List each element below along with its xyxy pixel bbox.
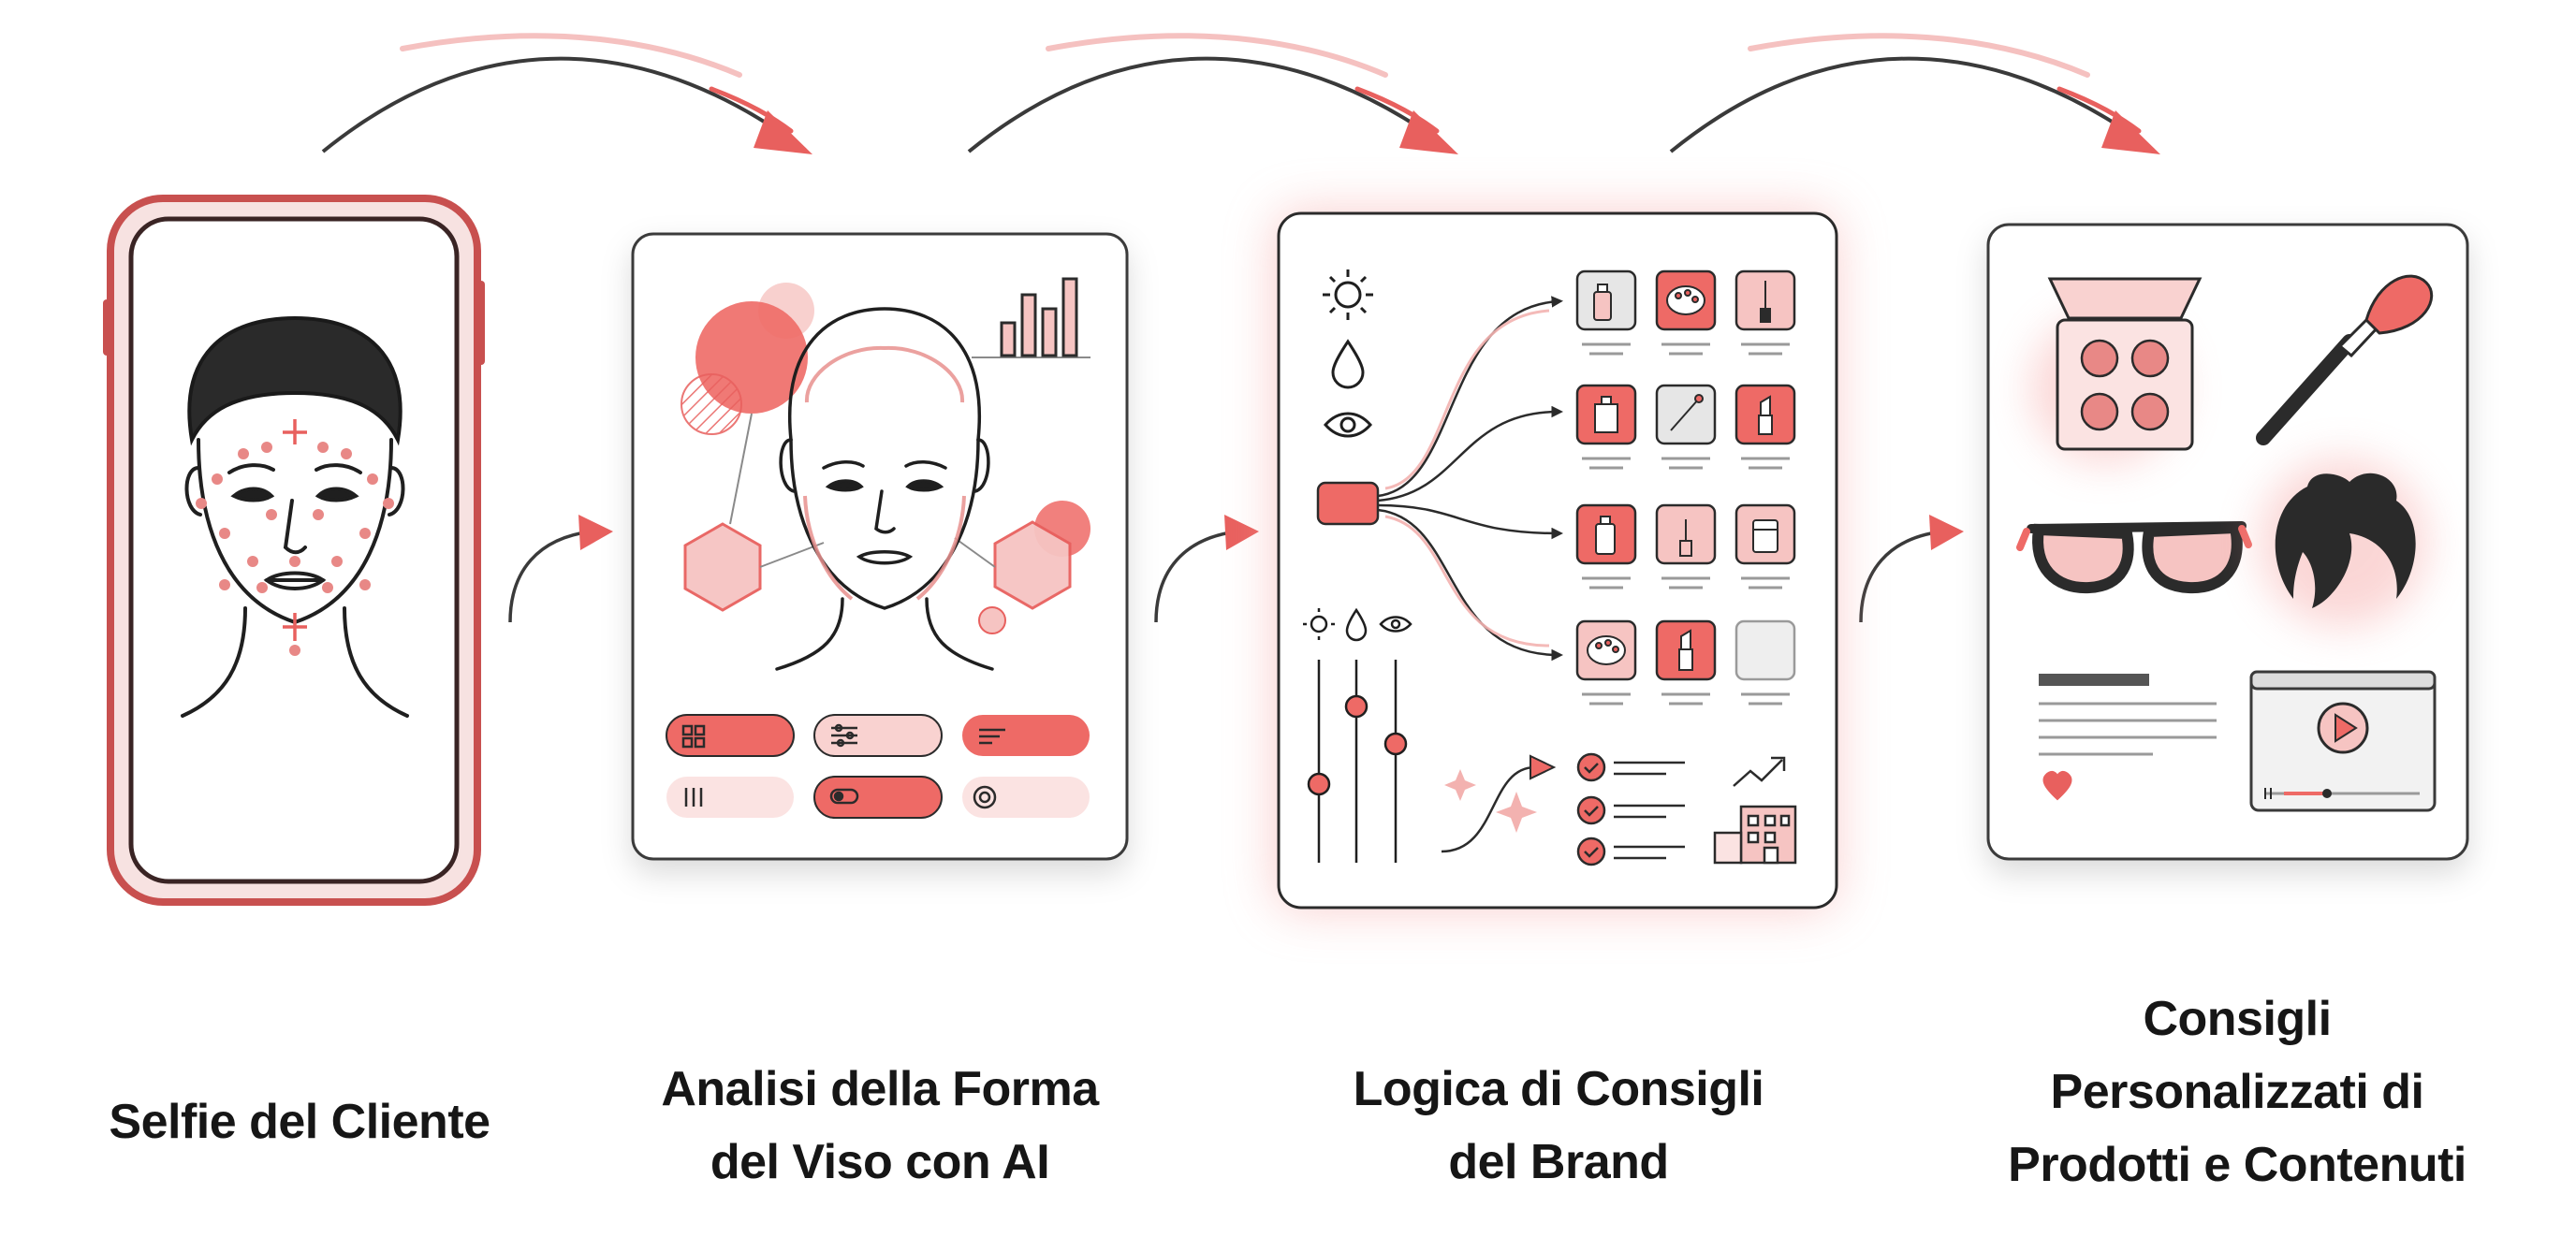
lipstick-icon [1758, 395, 1773, 435]
trend-arrow-icon [1733, 756, 1786, 787]
video-player-icon [2249, 670, 2437, 812]
compact-palette-icon [2031, 277, 2203, 463]
decision-node-icon [1316, 481, 1380, 526]
step-label-analysis-line-2: del Viso con AI [710, 1135, 1050, 1189]
toggle-icon [829, 788, 859, 805]
face-outline-icon [775, 307, 994, 671]
step-label-analysis: Analisi della Forma del Viso con AI [599, 1053, 1161, 1199]
target-icon [973, 785, 997, 809]
side-arrow-2 [1154, 515, 1259, 623]
step-label-output: Consigli Personalizzati di Prodotti e Co… [1938, 982, 2537, 1201]
sliders-icon [831, 723, 857, 748]
arrow-analysis-to-logic [967, 33, 1458, 154]
step-label-logic: Logica di Consigli del Brand [1278, 1053, 1839, 1199]
play-icon [2317, 702, 2369, 754]
step-label-selfie: Selfie del Cliente [37, 1085, 562, 1158]
smartphone-icon [103, 195, 485, 906]
hair-icon [2259, 458, 2427, 627]
analysis-card [631, 232, 1129, 861]
checklist-icon [1576, 752, 1685, 866]
jar-icon [1752, 519, 1778, 553]
glasses-icon [2016, 521, 2252, 594]
article-icon [2039, 674, 2217, 756]
face-icon [181, 315, 409, 718]
step-label-logic-line-1: Logica di Consigli [1353, 1062, 1764, 1116]
menu-lines-icon [979, 728, 1005, 745]
analysis-controls [666, 714, 1090, 819]
palette-icon [1666, 285, 1705, 315]
eye-icon [1324, 412, 1372, 438]
landmark-dots [196, 442, 394, 656]
selfie-card [103, 195, 485, 906]
sun-icon [1323, 269, 1373, 320]
step-label-output-line-1: Consigli [2143, 992, 2332, 1046]
equalizer-icon [684, 788, 703, 807]
step-label-selfie-line-1: Selfie del Cliente [109, 1095, 490, 1149]
logic-card [1275, 211, 1838, 910]
sparkle-icon [1441, 754, 1557, 853]
step-label-logic-line-2: del Brand [1448, 1135, 1669, 1189]
parameter-sliders [1303, 607, 1412, 863]
bar-chart-icon [1000, 277, 1078, 357]
building-icon [1713, 805, 1797, 865]
bottle-icon [1593, 284, 1612, 321]
makeup-brush-icon [2256, 274, 2434, 445]
brush-icon [1760, 281, 1771, 323]
step-label-output-line-2: Personalizzati di [2050, 1065, 2424, 1119]
hexagon-icon [683, 520, 1072, 612]
heart-icon [2042, 771, 2072, 801]
output-card [1986, 223, 2469, 861]
side-arrow-3 [1859, 515, 1964, 623]
product-grid [1575, 269, 1796, 706]
side-arrow-1 [508, 515, 613, 623]
crosshair-marks [283, 419, 307, 641]
drop-icon [1331, 339, 1365, 389]
step-label-output-line-3: Prodotti e Contenuti [2008, 1138, 2466, 1192]
arrow-selfie-to-analysis [321, 33, 812, 154]
step-label-analysis-line-1: Analisi della Forma [661, 1062, 1099, 1116]
grid-icon [681, 724, 706, 749]
arrow-logic-to-output [1669, 33, 2160, 154]
